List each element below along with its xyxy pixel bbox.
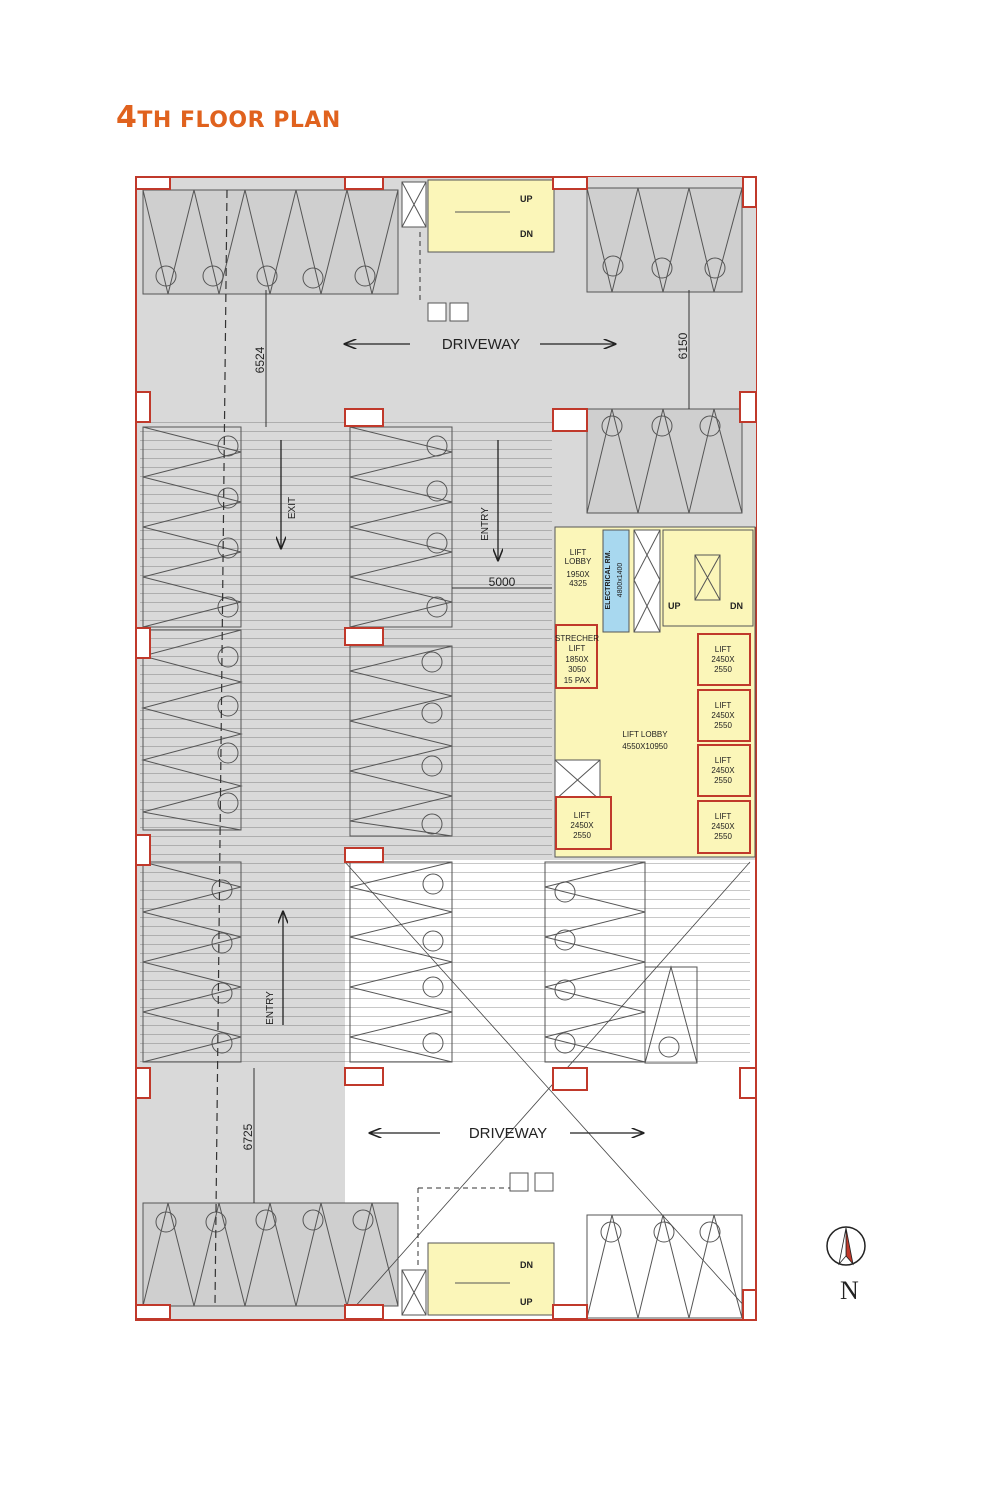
parking-column-left [141, 426, 243, 831]
dimension-6725: 6725 [241, 1123, 255, 1150]
hydrant-boxes [427, 302, 554, 1192]
dashed-path [214, 189, 228, 1306]
parking-row-bottom [142, 1202, 743, 1319]
electrical-room-label: ELECTRICAL RM. [605, 550, 612, 609]
svg-text:3050: 3050 [568, 665, 586, 674]
lift-lobby-main-label: LIFT LOBBY 4550X10950 [622, 730, 668, 751]
stair-top [401, 179, 555, 253]
electrical-room [602, 529, 630, 633]
stair-top-dn: DN [520, 229, 533, 239]
svg-text:4550X10950: 4550X10950 [622, 742, 668, 751]
dimension-5000: 5000 [489, 575, 516, 589]
svg-text:2450X: 2450X [570, 821, 594, 830]
strecher-lift [555, 624, 598, 689]
parking-column-lower-left [142, 861, 242, 1063]
svg-text:LIFT: LIFT [570, 548, 587, 557]
svg-text:2550: 2550 [714, 832, 732, 841]
structural-columns [135, 176, 757, 1321]
page-title: 4TH FLOOR PLAN [116, 100, 341, 135]
svg-text:2550: 2550 [714, 665, 732, 674]
dimension-6524: 6524 [253, 346, 267, 373]
dimension-lines [253, 290, 690, 1203]
driveway-label-bottom: DRIVEWAY [469, 1125, 547, 1142]
parking-column-lower-middle [349, 861, 698, 1064]
stair-right-up: UP [668, 601, 681, 611]
svg-text:LIFT: LIFT [715, 812, 732, 821]
lift-labels: LIFT 2450X 2550 LIFT 2450X 2550 LIFT 245… [570, 645, 735, 841]
stair-bottom-dn: DN [520, 1260, 533, 1270]
svg-text:LIFT: LIFT [715, 645, 732, 654]
svg-text:STRECHER: STRECHER [555, 634, 599, 643]
svg-text:2450X: 2450X [711, 711, 735, 720]
svg-text:1950X: 1950X [566, 570, 590, 579]
exit-label: EXIT [287, 497, 298, 519]
strecher-lift-label: STRECHER LIFT 1850X 3050 15 PAX [555, 634, 599, 685]
north-label: N [840, 1276, 859, 1305]
electrical-room-size: 4800x1400 [617, 563, 624, 598]
svg-text:4325: 4325 [569, 579, 587, 588]
svg-text:2450X: 2450X [711, 766, 735, 775]
svg-text:2550: 2550 [714, 721, 732, 730]
north-compass-icon [826, 1226, 866, 1266]
svg-text:LIFT: LIFT [715, 756, 732, 765]
svg-text:2550: 2550 [573, 831, 591, 840]
ramp-left-lower [140, 862, 345, 1070]
parking-column-middle [349, 426, 453, 837]
svg-text:2450X: 2450X [711, 655, 735, 664]
entry-label-middle: ENTRY [480, 507, 491, 541]
svg-text:2550: 2550 [714, 776, 732, 785]
stair-top-up: UP [520, 194, 533, 204]
lift-shafts [555, 633, 751, 854]
stair-bottom-up: UP [520, 1297, 533, 1307]
lift-lobby-small-label: LIFT LOBBY 1950X 4325 [565, 548, 592, 588]
svg-text:LIFT: LIFT [569, 644, 586, 653]
svg-text:LIFT: LIFT [715, 701, 732, 710]
void-cross-lines [344, 861, 756, 1319]
stair-right-dn: DN [730, 601, 743, 611]
svg-text:15 PAX: 15 PAX [564, 676, 591, 685]
svg-text:2450X: 2450X [711, 822, 735, 831]
shaft [633, 529, 661, 633]
dimension-6150: 6150 [676, 332, 690, 359]
svg-text:LIFT: LIFT [574, 811, 591, 820]
svg-text:LIFT LOBBY: LIFT LOBBY [622, 730, 668, 739]
parking-row-top [142, 187, 743, 514]
svg-text:LOBBY: LOBBY [565, 557, 592, 566]
direction-arrows [281, 344, 643, 1133]
stair-bottom [401, 1242, 555, 1316]
driveway-label-top: DRIVEWAY [442, 336, 520, 353]
ramp-right-lower [345, 862, 750, 1070]
entry-label-bottom: ENTRY [265, 991, 276, 1025]
svg-text:1850X: 1850X [565, 655, 589, 664]
